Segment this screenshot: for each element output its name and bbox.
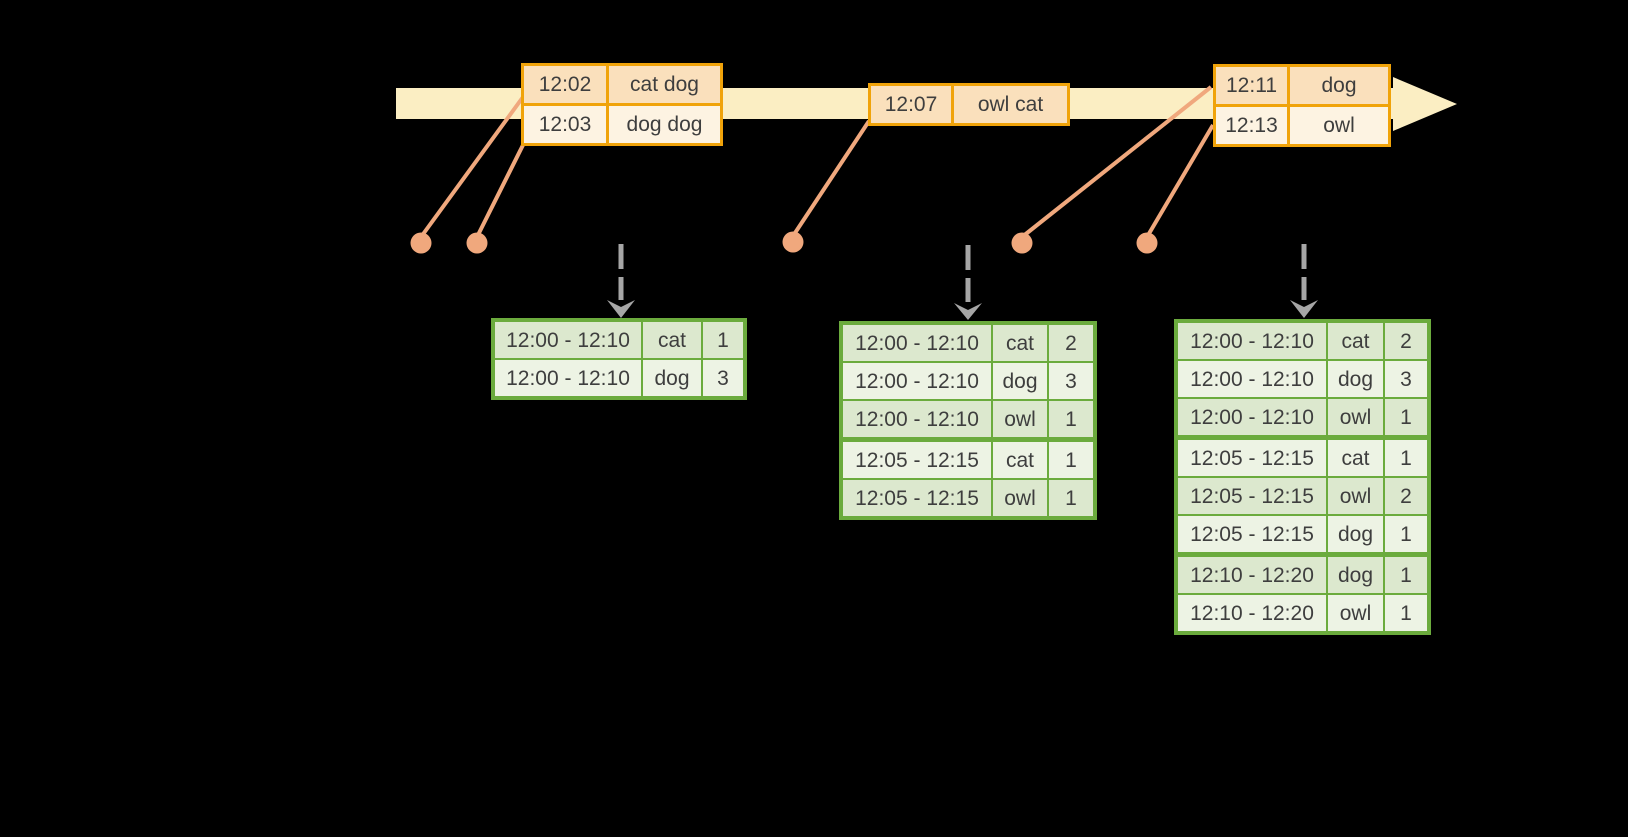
window-cell: 12:00 - 12:10 — [506, 366, 630, 390]
word-cell: dog — [991, 363, 1047, 399]
connector-line — [475, 138, 528, 238]
table-row: 12:13 owl — [1216, 104, 1388, 144]
word-cell: dog — [1326, 361, 1383, 397]
count-cell: 2 — [1383, 478, 1427, 514]
trigger-arrowhead-icon — [1290, 300, 1318, 318]
words-cell: dog dog — [606, 106, 720, 143]
count-cell: 1 — [701, 322, 743, 358]
time-cell: 12:13 — [1225, 114, 1278, 137]
count-cell: 3 — [1047, 363, 1093, 399]
count-cell: 3 — [1383, 361, 1427, 397]
connector-line — [1145, 123, 1215, 239]
word-cell: cat — [991, 442, 1047, 478]
word-cell: cat — [1326, 440, 1383, 476]
window-cell: 12:05 - 12:15 — [1190, 446, 1314, 470]
window-cell: 12:00 - 12:10 — [855, 369, 979, 393]
count-cell: 1 — [1383, 557, 1427, 593]
count-cell: 1 — [1047, 401, 1093, 437]
count-cell: 1 — [1383, 516, 1427, 552]
word-cell: dog — [641, 360, 701, 396]
event-dot — [1136, 232, 1158, 254]
window-cell: 12:10 - 12:20 — [1190, 563, 1314, 587]
count-cell: 2 — [1383, 323, 1427, 359]
event-dot — [466, 232, 488, 254]
words-cell: owl — [1287, 107, 1388, 144]
count-cell: 3 — [701, 360, 743, 396]
word-cell: cat — [991, 325, 1047, 361]
word-cell: owl — [1326, 478, 1383, 514]
connector-line — [419, 95, 525, 239]
time-cell: 12:02 — [538, 73, 592, 96]
table-row: 12:11 dog — [1216, 67, 1388, 104]
time-cell: 12:03 — [538, 113, 592, 136]
trigger-arrowhead-icon — [607, 300, 635, 318]
window-cell: 12:00 - 12:10 — [1190, 367, 1314, 391]
count-cell: 1 — [1383, 440, 1427, 476]
word-cell: owl — [1326, 399, 1383, 435]
word-cell: dog — [1326, 557, 1383, 593]
window-cell: 12:05 - 12:15 — [1190, 484, 1314, 508]
count-cell: 2 — [1047, 325, 1093, 361]
words-cell: cat dog — [606, 66, 720, 103]
window-cell: 12:10 - 12:20 — [1190, 601, 1314, 625]
time-cell: 12:11 — [1226, 74, 1277, 97]
connector-line — [791, 119, 871, 238]
word-cell: owl — [1326, 595, 1383, 631]
window-cell: 12:00 - 12:10 — [855, 331, 979, 355]
event-table: 12:07 owl cat — [868, 83, 1070, 126]
count-cell: 1 — [1047, 442, 1093, 478]
time-cell: 12:07 — [884, 93, 938, 116]
window-cell: 12:00 - 12:10 — [855, 407, 979, 431]
window-cell: 12:00 - 12:10 — [1190, 329, 1314, 353]
event-dot — [782, 231, 804, 253]
words-cell: owl cat — [951, 86, 1067, 123]
timeline-arrowhead-icon — [1393, 77, 1457, 131]
window-cell: 12:05 - 12:15 — [855, 448, 979, 472]
event-dot — [410, 232, 432, 254]
table-row: 12:02 cat dog — [524, 66, 720, 103]
words-cell: dog — [1287, 67, 1388, 104]
count-cell: 1 — [1047, 480, 1093, 516]
window-cell: 12:05 - 12:15 — [1190, 522, 1314, 546]
event-table: 12:11 dog 12:13 owl — [1213, 64, 1391, 147]
window-cell: 12:00 - 12:10 — [1190, 405, 1314, 429]
connector-line — [1020, 85, 1213, 239]
event-table: 12:02 cat dog 12:03 dog dog — [521, 63, 723, 146]
table-row: 12:07 owl cat — [871, 86, 1067, 123]
window-cell: 12:05 - 12:15 — [855, 486, 979, 510]
count-cell: 1 — [1383, 595, 1427, 631]
table-row: 12:03 dog dog — [524, 103, 720, 143]
event-dot — [1011, 232, 1033, 254]
word-cell: owl — [991, 401, 1047, 437]
word-cell: dog — [1326, 516, 1383, 552]
trigger-arrowhead-icon — [954, 303, 982, 320]
word-cell: cat — [641, 322, 701, 358]
word-cell: owl — [991, 480, 1047, 516]
window-cell: 12:00 - 12:10 — [506, 328, 630, 352]
count-cell: 1 — [1383, 399, 1427, 435]
word-cell: cat — [1326, 323, 1383, 359]
